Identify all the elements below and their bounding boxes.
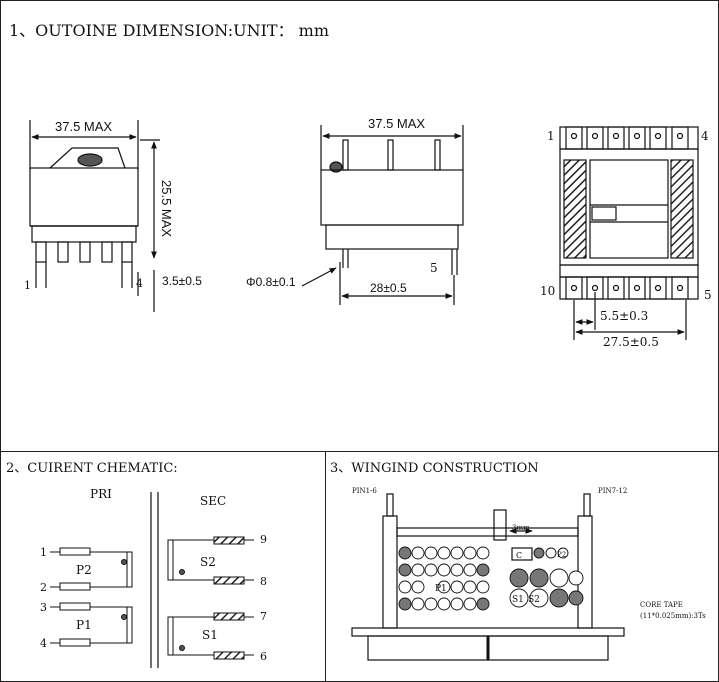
secondary-windings [167,536,254,660]
sec-s1-label: S1 [202,628,218,642]
side-pin-4: 4 [136,277,143,290]
section2-title: 2、CUIRENT CHEMATIC: [6,461,178,476]
section3-title: 3、WINGIND CONSTRUCTION [330,461,539,476]
gap-label: 3mm [512,524,530,532]
front-span-label: 28±0.5 [370,281,407,295]
c-label: C [516,551,522,560]
core-tape-label: CORE TAPE [640,601,683,609]
pin-left-label: PIN1-6 [352,487,377,495]
side-pin-1: 1 [24,279,31,292]
section-divider-horizontal [0,451,719,452]
pri-pin-1: 1 [40,546,47,559]
side-width-label: 37.5 MAX [55,119,112,134]
core-tape-spec: (11*0.025mm):3Ts [640,612,706,620]
bottom-pitch-label: 5.5±0.3 [600,309,648,323]
sec-pin-9: 9 [260,533,267,546]
section-divider-vertical [325,451,326,682]
pri-label: PRI [90,487,112,501]
s1-wire-label: S1 [512,595,524,605]
front-pin-label: 5 [430,261,438,275]
side-view [29,120,160,312]
front-pin-diameter-label: Φ0.8±0.1 [246,275,296,289]
primary-windings [50,547,133,647]
bottom-pin-10: 10 [540,284,555,298]
pri-pin-2: 2 [40,581,47,594]
sec-label: SEC [200,494,226,508]
s2-wire-label: S2 [528,595,540,605]
bobbin [351,493,625,661]
pri-p2-label: P2 [76,563,92,577]
bottom-view [559,126,699,340]
p1-wire-label: P1 [435,584,447,594]
core-lines [150,492,159,668]
bottom-pin-1: 1 [547,129,555,143]
sec-pin-7: 7 [260,610,267,623]
front-width-label: 37.5 MAX [368,116,425,131]
pri-pin-4: 4 [40,637,47,650]
p2-wire-label: P2 [557,551,566,559]
sec-pin-8: 8 [260,575,267,588]
pin-right-label: PIN7-12 [598,487,627,495]
sec-pin-6: 6 [260,650,267,663]
bottom-pin-5: 5 [704,288,712,302]
primary-wire-bundle [398,546,490,611]
pri-pin-3: 3 [40,601,47,614]
secondary-wire-bundle [509,547,584,608]
bottom-pin-4: 4 [701,129,709,143]
side-height-label: 25.5 MAX [159,180,174,237]
section1-title: 1、OUTOINE DIMENSION:UNIT： mm [9,21,329,40]
pri-p1-label: P1 [76,618,92,632]
sec-s2-label: S2 [200,555,216,569]
bottom-span-label: 27.5±0.5 [603,335,659,349]
front-view [301,125,464,305]
side-pitch-label: 3.5±0.5 [162,274,202,288]
